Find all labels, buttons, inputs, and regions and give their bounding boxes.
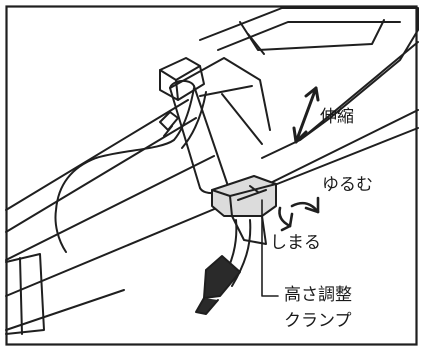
lower-mount bbox=[231, 215, 267, 245]
clamp-leader-line bbox=[261, 199, 279, 297]
figure-frame bbox=[5, 5, 418, 346]
loosen-arrow bbox=[290, 196, 320, 214]
extend-arrow bbox=[292, 86, 320, 144]
power-plug bbox=[195, 255, 241, 315]
left-bracket bbox=[5, 253, 45, 335]
cable-clip bbox=[159, 111, 179, 137]
label-clamp-line1: 高さ調整 bbox=[284, 285, 352, 305]
inner-tube bbox=[169, 57, 271, 145]
label-extend: 伸縮 bbox=[320, 107, 354, 127]
height-adjust-clamp bbox=[211, 175, 277, 217]
label-tighten: しまる bbox=[270, 233, 321, 253]
upper-collar bbox=[159, 57, 205, 101]
label-loosen: ゆるむ bbox=[322, 175, 373, 195]
tighten-arrow bbox=[278, 206, 294, 232]
label-clamp-line2: クランプ bbox=[284, 311, 352, 331]
handle-upper-section bbox=[199, 7, 419, 159]
